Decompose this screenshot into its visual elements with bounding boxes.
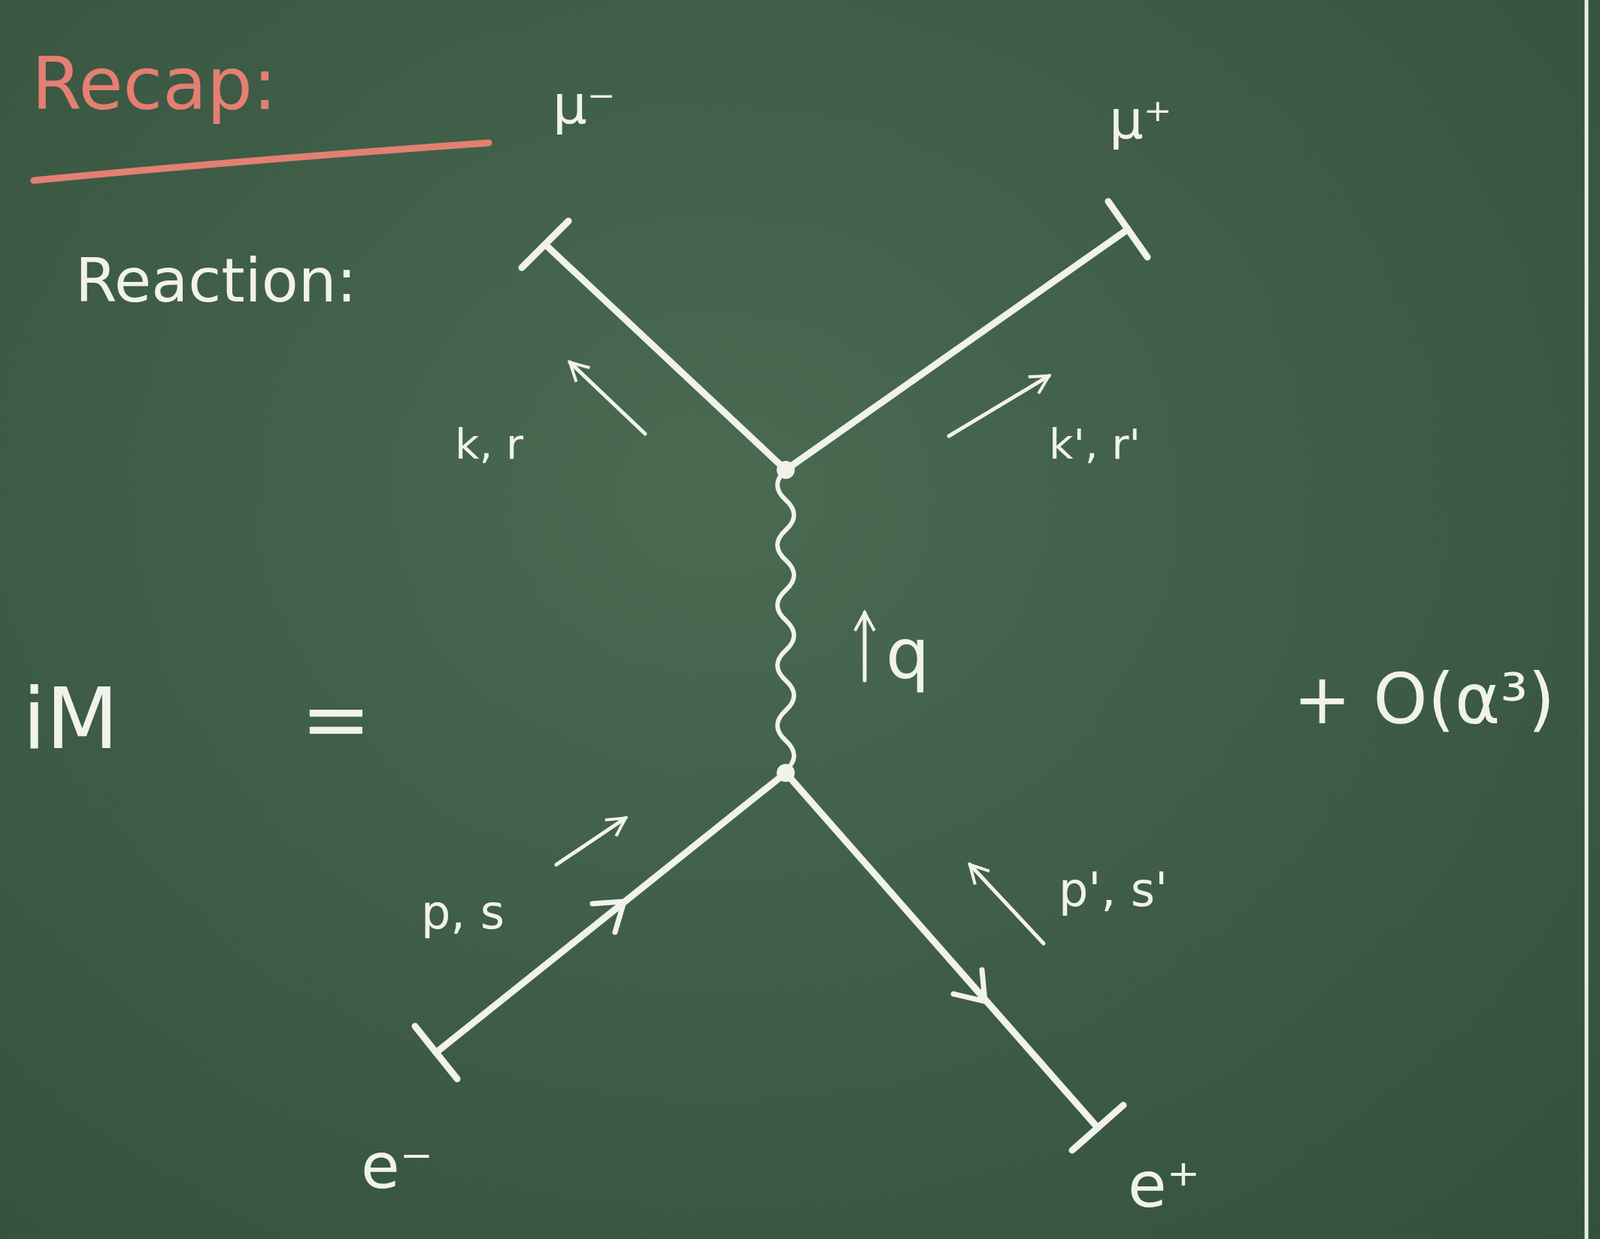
momentum-label: q (885, 616, 930, 693)
momentum-label: p', s' (1058, 864, 1168, 916)
title-underline (33, 142, 489, 181)
amplitude-label: iM (22, 672, 119, 766)
board-edge (1584, 0, 1589, 1239)
photon-propagator (777, 469, 794, 771)
fermion-arrow (592, 901, 625, 933)
vertex-dot (776, 763, 795, 782)
particle-label: e⁻ (360, 1131, 434, 1201)
line-cap (521, 221, 569, 268)
equals-sign: = (300, 672, 372, 766)
vertex-dot (776, 460, 795, 479)
reaction-label: Reaction: (75, 248, 357, 315)
board-title: Recap: (31, 45, 277, 125)
momentum-label: p, s (421, 887, 505, 939)
particle-label: e⁺ (1127, 1150, 1200, 1220)
line-cap (1108, 201, 1148, 258)
line-cap (1072, 1105, 1124, 1151)
momentum-arrow (556, 818, 626, 865)
fermion-line (785, 772, 1098, 1128)
momentum-arrow (863, 612, 867, 681)
particle-label: μ⁻ (552, 75, 616, 135)
fermion-arrow (953, 969, 985, 1002)
momentum-arrow (569, 362, 646, 434)
momentum-arrow (969, 864, 1044, 944)
momentum-arrow (948, 375, 1049, 437)
momentum-label: k', r' (1048, 421, 1141, 468)
order-term: + O(α³) (1293, 661, 1555, 738)
particle-label: μ⁺ (1109, 90, 1173, 150)
fermion-line (545, 244, 786, 470)
line-cap (415, 1026, 458, 1079)
momentum-label: k, r (454, 421, 524, 468)
